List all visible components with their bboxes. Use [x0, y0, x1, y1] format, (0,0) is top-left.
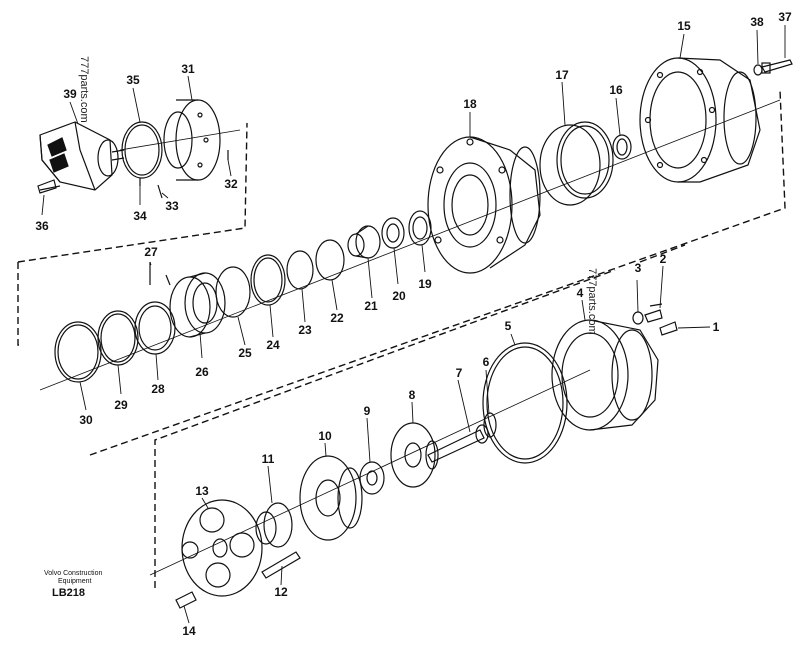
screw-1 [659, 321, 678, 336]
callout-24: 24 [266, 338, 280, 352]
callout-9: 9 [363, 404, 371, 418]
snap-ring-35 [121, 121, 163, 179]
callout-19: 19 [418, 277, 432, 291]
bolt-12 [261, 551, 301, 579]
callout-28: 28 [151, 382, 165, 396]
sun-gear-9 [359, 461, 385, 495]
screw-2 [644, 303, 663, 323]
callout-33: 33 [165, 199, 179, 213]
o-ring-5 [482, 342, 568, 464]
callout-14: 14 [182, 624, 196, 638]
manufacturer-caption: Volvo Construction Equipment LB218 [44, 570, 102, 600]
ring-gear-4 [551, 319, 659, 431]
callout-17: 17 [555, 68, 569, 82]
callout-12: 12 [274, 585, 288, 599]
housing-18 [427, 136, 541, 274]
planet-carrier-10 [299, 455, 363, 541]
callout-4: 4 [576, 286, 584, 300]
flange-31 [163, 99, 221, 181]
bearing-26 [169, 272, 226, 338]
callout-39: 39 [63, 87, 77, 101]
callout-5: 5 [504, 319, 512, 333]
watermark-top: 777parts.com [78, 56, 90, 123]
callout-21: 21 [364, 299, 378, 313]
callout-16: 16 [609, 83, 623, 97]
leader-lines [41, 25, 786, 624]
seal-23 [286, 250, 314, 290]
planet-carrier-13 [181, 499, 263, 597]
callout-23: 23 [298, 323, 312, 337]
washer-3 [632, 311, 644, 325]
diagram-code: LB218 [52, 587, 86, 599]
planet-carrier-8 [390, 422, 439, 488]
bolt-36 [37, 179, 57, 194]
callout-26: 26 [195, 365, 209, 379]
callout-29: 29 [114, 398, 128, 412]
washer-16 [612, 134, 632, 160]
assembly-frame-bottom [154, 244, 686, 588]
seal-25 [215, 266, 251, 318]
callout-31: 31 [181, 62, 195, 76]
callout-30: 30 [79, 413, 93, 427]
callout-36: 36 [35, 219, 49, 233]
callout-20: 20 [392, 289, 406, 303]
callout-2: 2 [659, 252, 667, 266]
callout-15: 15 [677, 19, 691, 33]
callout-27: 27 [144, 245, 158, 259]
seal-22 [315, 239, 345, 281]
gear-21 [347, 225, 381, 259]
washer-38 [753, 64, 763, 76]
seal-24 [250, 254, 286, 306]
sun-gear-11 [255, 502, 293, 548]
callout-32: 32 [224, 177, 238, 191]
assembly-frame-top [17, 89, 786, 456]
callout-8: 8 [408, 388, 416, 402]
caption-line-2: Equipment [58, 578, 92, 585]
spacer-ring-20 [381, 217, 405, 249]
callout-35: 35 [126, 73, 140, 87]
hub-15 [639, 57, 761, 183]
callout-6: 6 [482, 355, 490, 369]
seal-30 [54, 321, 102, 383]
callout-7: 7 [455, 366, 463, 380]
retaining-ring-19 [408, 210, 432, 246]
caption-line-1: Volvo Construction [44, 570, 103, 577]
snap-ring-29 [97, 310, 139, 366]
callout-25: 25 [238, 346, 252, 360]
callout-11: 11 [261, 452, 275, 466]
callout-37: 37 [778, 10, 792, 24]
pin-14 [175, 591, 197, 609]
callout-22: 22 [330, 311, 344, 325]
bolt-37 [761, 59, 793, 74]
ring-28 [134, 301, 176, 355]
callout-3: 3 [634, 261, 642, 275]
sun-shaft-7 [427, 424, 489, 463]
callout-13: 13 [195, 484, 209, 498]
thrust-ring-6 [483, 412, 497, 438]
hydraulic-motor [39, 121, 125, 191]
seal-ring-17 [539, 121, 614, 206]
watermark-mid: 777parts.com [586, 268, 598, 335]
callout-18: 18 [463, 97, 477, 111]
callout-34: 34 [133, 209, 147, 223]
callout-38: 38 [750, 15, 764, 29]
callout-1: 1 [712, 320, 720, 334]
callout-10: 10 [318, 429, 332, 443]
